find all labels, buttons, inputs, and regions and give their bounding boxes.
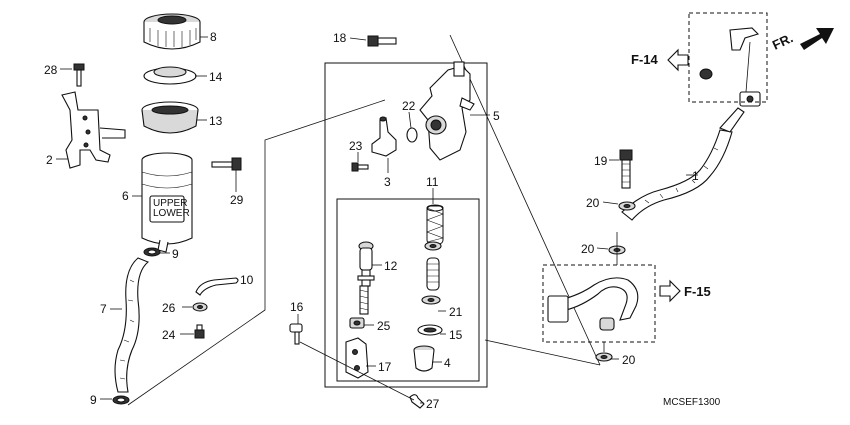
callout-5: 5 — [493, 109, 500, 123]
callout-8: 8 — [210, 30, 217, 44]
piston-kit-box — [336, 198, 480, 382]
diagram-code: MCSEF1300 — [663, 397, 721, 408]
cotter-pin — [409, 394, 425, 409]
piston-spring — [426, 204, 445, 245]
washer-21 — [421, 295, 441, 305]
callout-23: 23 — [349, 139, 363, 153]
bolt-28 — [73, 63, 85, 87]
callout-14: 14 — [209, 70, 223, 84]
callout-26: 26 — [162, 301, 176, 315]
callout-10: 10 — [240, 273, 254, 287]
boot — [413, 345, 435, 372]
callout-20-c: 20 — [622, 353, 636, 367]
callouts: 8 14 13 28 2 6 29 9 10 7 26 24 9 18 22 5… — [44, 30, 699, 411]
secondary-cup — [424, 241, 442, 251]
fr-label: FR. — [770, 30, 795, 52]
hose-clip-upper — [143, 247, 161, 257]
f14-ref: F-14 — [631, 48, 689, 72]
piston-cup — [426, 257, 440, 291]
hose-clip-lower — [112, 395, 130, 405]
diaphragm — [141, 101, 199, 134]
reservoir-bracket — [61, 91, 126, 169]
washer-26 — [192, 302, 208, 312]
reservoir-hose — [114, 257, 150, 393]
callout-16: 16 — [290, 300, 304, 314]
f14-region — [688, 12, 768, 103]
diaphragm-plate — [143, 66, 197, 85]
nut-24 — [194, 324, 205, 339]
circlip-15 — [417, 324, 443, 336]
push-rod — [359, 285, 369, 315]
callout-19: 19 — [594, 154, 608, 168]
bolt-19 — [619, 149, 633, 189]
callout-17: 17 — [378, 360, 392, 374]
master-cylinder-body — [419, 61, 475, 161]
piston — [357, 241, 375, 287]
leader-lines — [56, 36, 698, 404]
hose-joint — [371, 116, 397, 157]
callout-22: 22 — [402, 99, 416, 113]
sealing-washer-20c — [595, 352, 613, 362]
reservoir-tank: UPPER LOWER — [141, 152, 193, 253]
callout-25: 25 — [377, 319, 391, 333]
callout-15: 15 — [449, 328, 463, 342]
reservoir-upper-mark: UPPER — [153, 198, 187, 209]
reservoir-lower-mark: LOWER — [153, 208, 190, 219]
spring-clip — [195, 277, 239, 296]
callout-20-b: 20 — [581, 242, 595, 256]
callout-4: 4 — [444, 356, 451, 370]
o-ring-22 — [406, 127, 418, 143]
fr-arrow-icon — [800, 28, 834, 50]
reservoir-cap — [143, 13, 201, 50]
callout-21: 21 — [449, 305, 463, 319]
callout-12: 12 — [384, 259, 398, 273]
callout-27: 27 — [426, 397, 440, 411]
callout-28: 28 — [44, 63, 58, 77]
brake-hose — [621, 91, 761, 221]
f14-label: F-14 — [631, 52, 659, 67]
master-cylinder-box — [324, 62, 488, 388]
bolt-29 — [211, 157, 242, 171]
nut-25 — [349, 317, 365, 329]
callout-9-upper: 9 — [172, 247, 179, 261]
callout-13: 13 — [209, 114, 223, 128]
callout-29: 29 — [230, 193, 244, 207]
joint-pin — [289, 323, 303, 345]
callout-1: 1 — [692, 169, 699, 183]
callout-18: 18 — [333, 31, 347, 45]
sealing-washer-20a — [618, 201, 636, 211]
callout-11: 11 — [426, 175, 439, 189]
front-direction-arrow: FR. — [770, 28, 834, 53]
f15-label: F-15 — [684, 284, 711, 299]
callout-9-lower: 9 — [90, 393, 97, 407]
f14-arrow-icon — [667, 48, 689, 72]
clevis — [345, 337, 369, 379]
callout-24: 24 — [162, 328, 176, 342]
callout-2: 2 — [46, 153, 53, 167]
callout-20-a: 20 — [586, 196, 600, 210]
bolt-18 — [367, 35, 397, 47]
callout-7: 7 — [100, 302, 107, 316]
screw-23 — [351, 162, 369, 172]
callout-3: 3 — [384, 175, 391, 189]
f15-arrow-icon — [659, 279, 681, 303]
f15-region — [542, 264, 656, 343]
f15-ref: F-15 — [659, 279, 711, 303]
callout-6: 6 — [122, 189, 129, 203]
